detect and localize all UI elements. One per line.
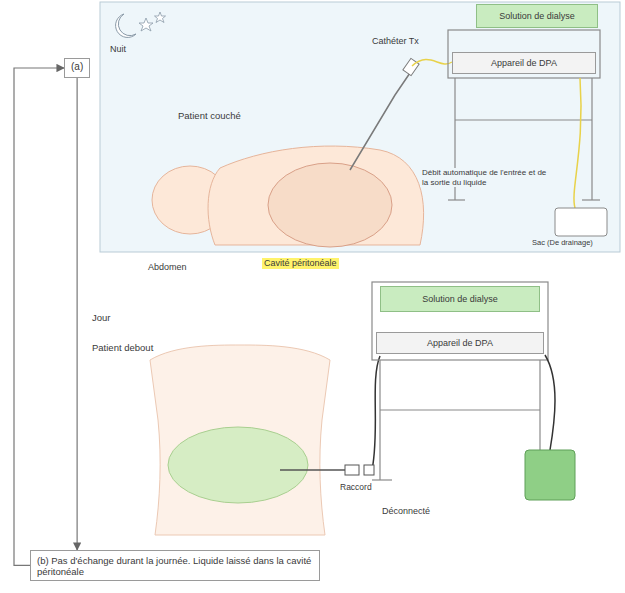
label-text: Nuit <box>110 44 126 55</box>
catheter-line <box>280 469 345 471</box>
process-box: (a) <box>64 58 90 78</box>
label-text: Cathéter Tx <box>372 36 442 47</box>
connector-cap <box>345 465 359 475</box>
label-text: Cavité péritonéale <box>262 258 339 269</box>
drain-bag <box>525 450 575 500</box>
flow-arrow <box>14 68 64 565</box>
label-text: Raccord <box>340 482 372 492</box>
box-text: (a) <box>71 61 83 73</box>
process-box: Appareil de DPA <box>452 52 596 74</box>
peritoneal-cavity <box>268 163 392 247</box>
catheter-clamp <box>403 58 419 75</box>
drain-bag <box>555 208 607 236</box>
moon-icon <box>116 14 136 37</box>
lying-patient <box>152 146 424 247</box>
box-text: (b) Pas d'échange durant la journée. Liq… <box>37 555 313 578</box>
label-text: Patient debout <box>92 342 153 353</box>
night-panel <box>100 2 620 252</box>
label-text: Patient couché <box>178 110 241 121</box>
box-text: Appareil de DPA <box>381 338 539 349</box>
label-text: Abdomen <box>148 262 187 273</box>
peritoneal-cavity <box>168 427 308 503</box>
tube-line <box>545 355 555 450</box>
star-icon <box>139 18 153 31</box>
tube-line <box>372 356 380 470</box>
process-box: (b) Pas d'échange durant la journée. Liq… <box>30 550 320 581</box>
flow-arrow <box>77 78 78 550</box>
tube-line <box>574 78 581 208</box>
standing-patient <box>150 345 330 535</box>
machine-stand <box>372 282 548 480</box>
connector-end <box>364 465 374 475</box>
label-text: Débit automatique de l'entrée et de la s… <box>420 168 549 187</box>
process-box: Appareil de DPA <box>376 332 544 354</box>
star-icon <box>155 12 166 23</box>
box-text: Solution de dialyse <box>385 294 535 305</box>
process-box: Solution de dialyse <box>380 286 540 312</box>
box-text: Solution de dialyse <box>481 11 593 22</box>
box-text: Appareil de DPA <box>457 58 591 69</box>
label-text: Jour <box>92 312 110 323</box>
tube-line <box>412 60 452 66</box>
label-text: Déconnecté <box>382 506 430 517</box>
process-box: Solution de dialyse <box>476 4 598 28</box>
label-text: Sac (De drainage) <box>530 238 595 247</box>
catheter-line <box>350 70 412 170</box>
